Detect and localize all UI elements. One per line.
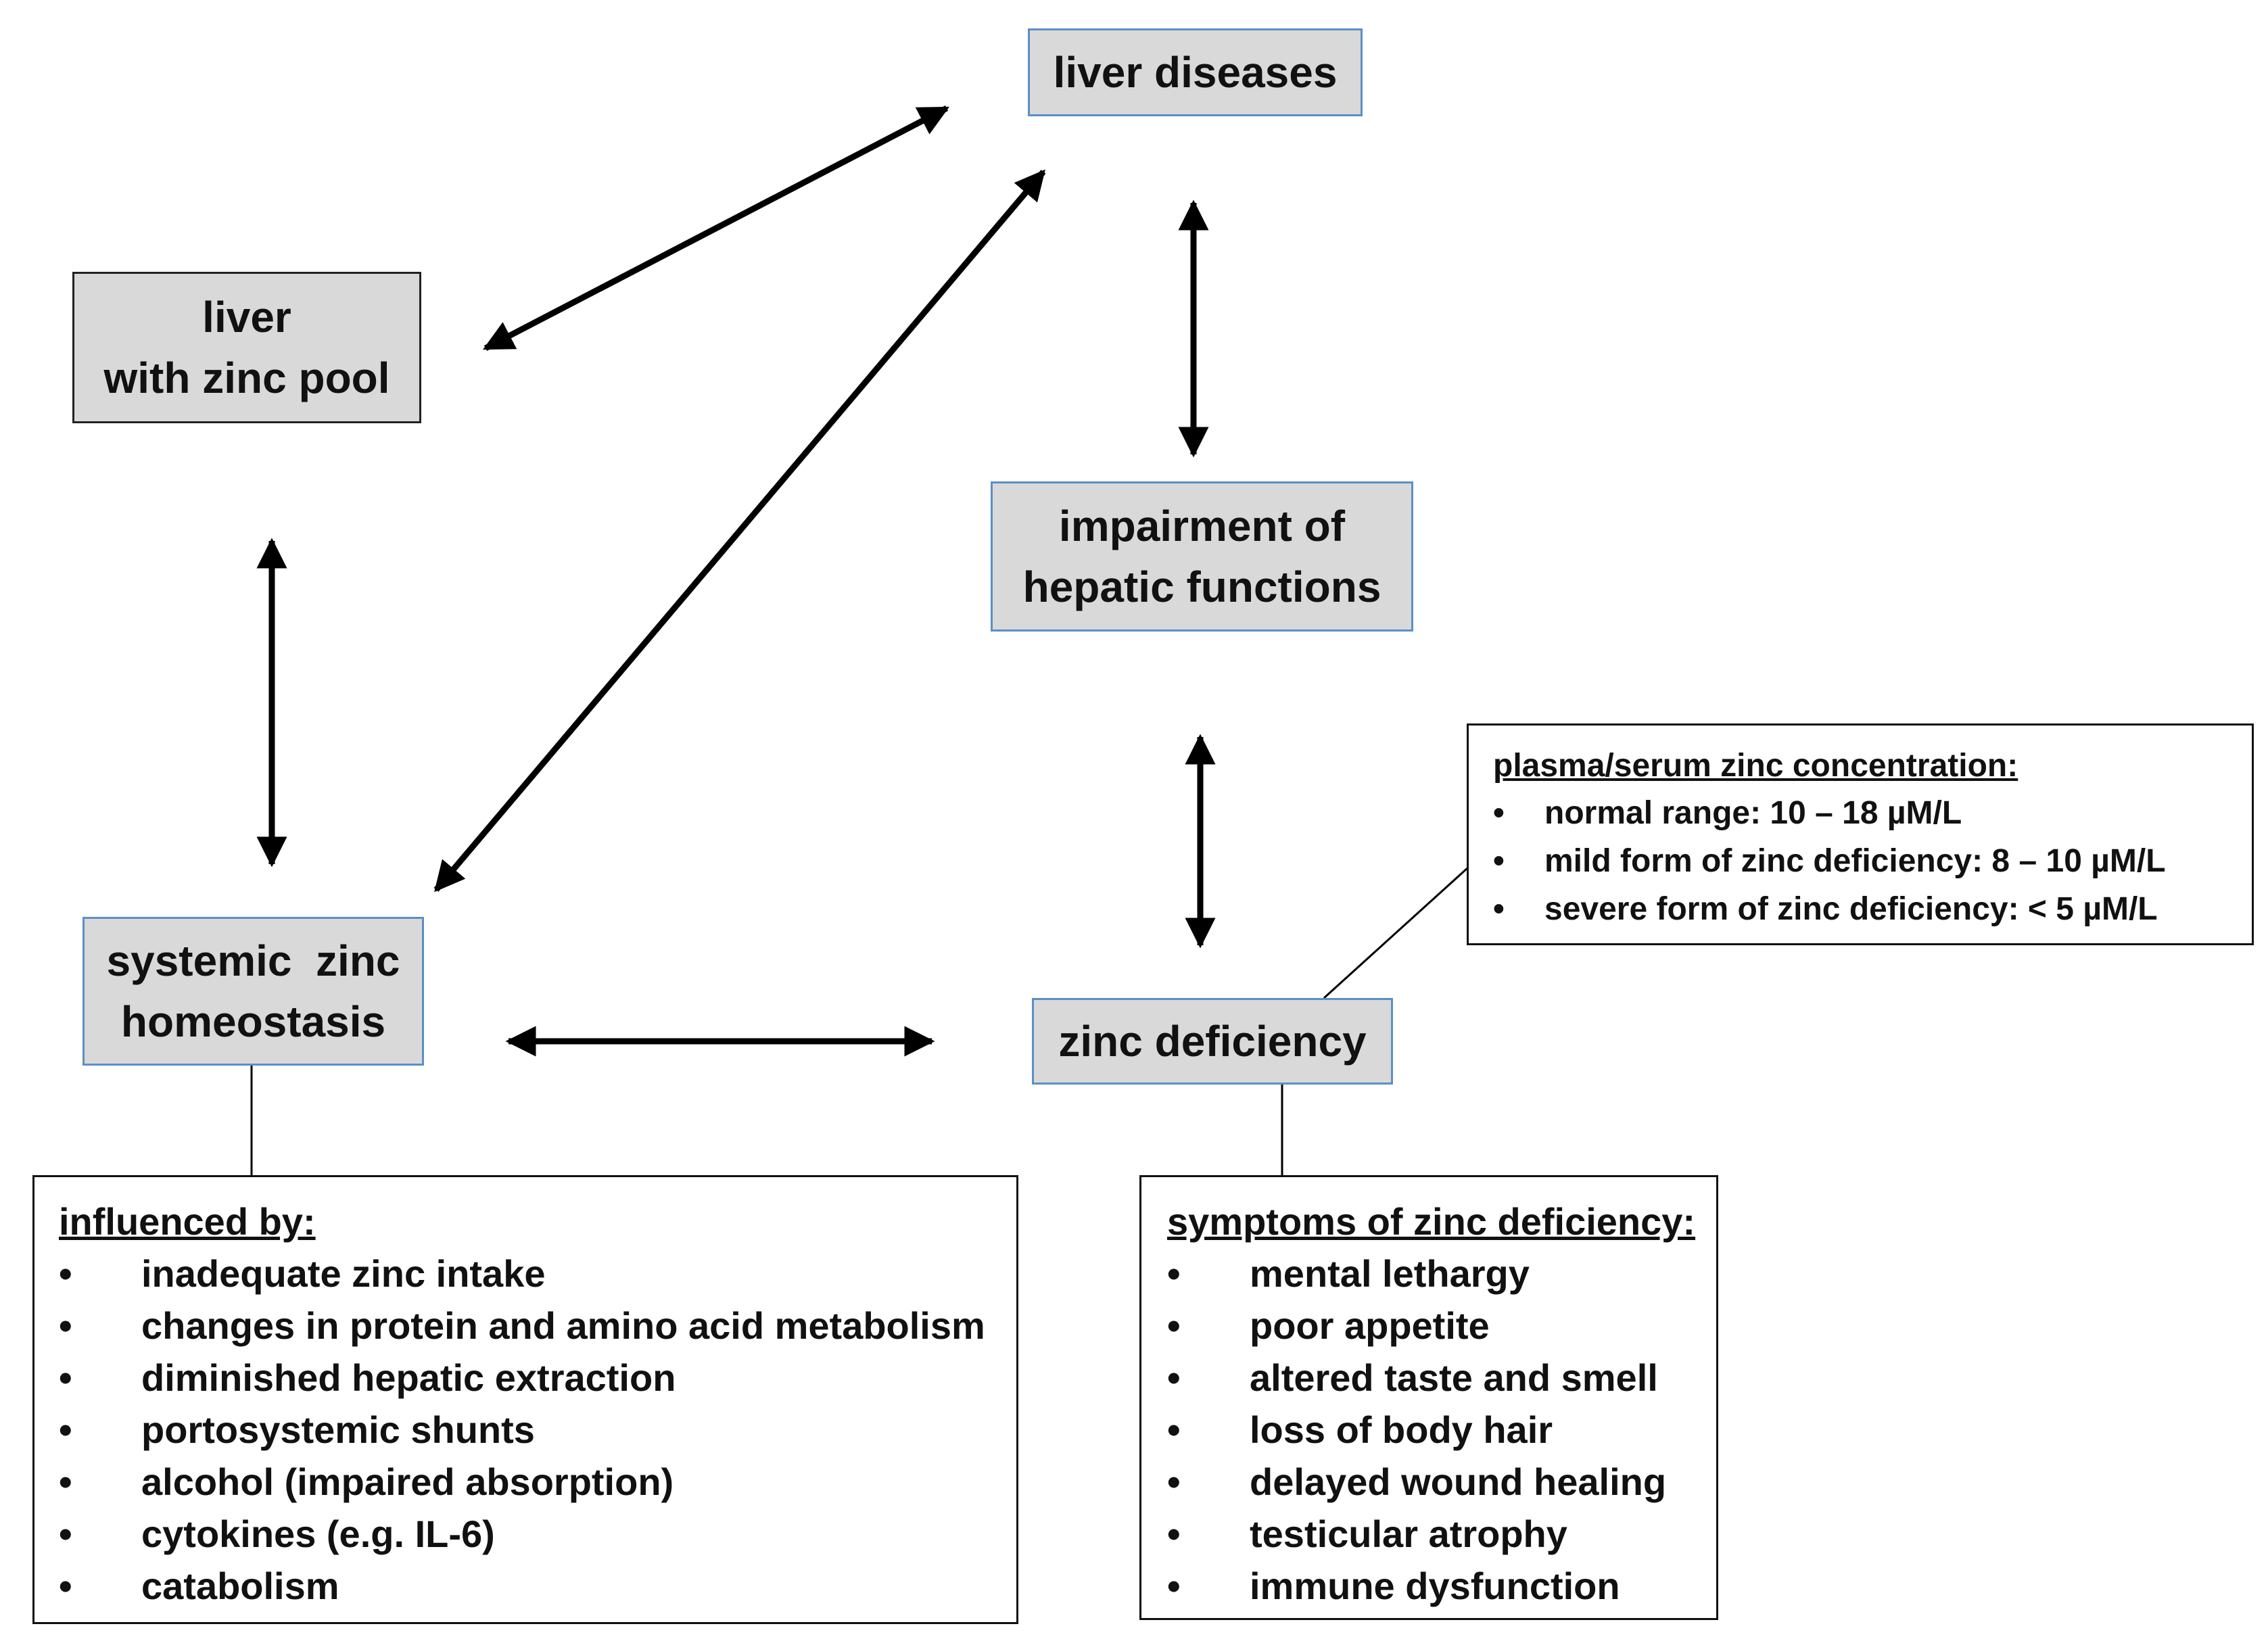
bullet-icon: • bbox=[1493, 795, 1505, 831]
list-item: • inadequate zinc intake bbox=[59, 1247, 1016, 1300]
node-liver-with-zinc-pool: liver with zinc pool bbox=[72, 272, 421, 423]
bullet-icon: • bbox=[59, 1460, 72, 1503]
list-item-text: mental lethargy bbox=[1250, 1252, 1530, 1295]
influenced-box-list: • inadequate zinc intake • changes in prot… bbox=[59, 1247, 1016, 1612]
bullet-icon: • bbox=[59, 1356, 72, 1399]
list-item-text: poor appetite bbox=[1250, 1304, 1490, 1347]
list-item-text: loss of body hair bbox=[1250, 1408, 1553, 1451]
bullet-icon: • bbox=[59, 1304, 72, 1347]
list-item-text: delayed wound healing bbox=[1250, 1460, 1667, 1503]
node-label-line-1: liver bbox=[202, 293, 291, 341]
list-item: • mental lethargy bbox=[1167, 1247, 1716, 1300]
list-item: • loss of body hair bbox=[1167, 1404, 1716, 1456]
list-item: • normal range: 10 – 18 µM/L bbox=[1493, 789, 2252, 837]
bullet-icon: • bbox=[1493, 843, 1505, 879]
node-label-line-2: homeostasis bbox=[120, 997, 386, 1046]
bullet-icon: • bbox=[59, 1513, 72, 1555]
list-item-text: testicular atrophy bbox=[1250, 1513, 1567, 1555]
list-item-text: alcohol (impaired absorption) bbox=[141, 1460, 674, 1503]
list-item: • catabolism bbox=[59, 1560, 1016, 1612]
bullet-icon: • bbox=[59, 1565, 72, 1607]
list-item: • mild form of zinc deficiency: 8 – 10 µM… bbox=[1493, 837, 2252, 885]
list-item: • altered taste and smell bbox=[1167, 1352, 1716, 1404]
list-item: • portosystemic shunts bbox=[59, 1404, 1016, 1456]
bullet-icon: • bbox=[1167, 1565, 1181, 1607]
bullet-icon: • bbox=[59, 1408, 72, 1451]
bullet-icon: • bbox=[1167, 1304, 1181, 1347]
node-label-line-1: systemic zinc bbox=[106, 936, 400, 985]
list-item-text: normal range: 10 – 18 µM/L bbox=[1544, 795, 1962, 831]
node-liver-diseases: liver diseases bbox=[1028, 28, 1363, 116]
bullet-icon: • bbox=[1167, 1408, 1181, 1451]
list-item-text: immune dysfunction bbox=[1250, 1565, 1620, 1607]
list-item-text: portosystemic shunts bbox=[141, 1408, 535, 1451]
arrow-liver-pool-to-liver-diseases bbox=[483, 105, 949, 351]
plasma-zinc-concentration-box: plasma/serum zinc concentration: • normal… bbox=[1467, 723, 2254, 945]
list-item-text: changes in protein and amino acid metabo… bbox=[141, 1304, 985, 1347]
node-label: liver diseases bbox=[1053, 48, 1338, 97]
list-item-text: mild form of zinc deficiency: 8 – 10 µM/… bbox=[1544, 843, 2166, 879]
list-item: • delayed wound healing bbox=[1167, 1456, 1716, 1508]
list-item: • alcohol (impaired absorption) bbox=[59, 1456, 1016, 1508]
list-item-text: cytokines (e.g. IL-6) bbox=[141, 1513, 495, 1555]
list-item: • testicular atrophy bbox=[1167, 1508, 1716, 1560]
node-label-line-2: hepatic functions bbox=[1022, 563, 1381, 611]
list-item-text: inadequate zinc intake bbox=[141, 1252, 546, 1295]
bullet-icon: • bbox=[1167, 1252, 1181, 1295]
node-label-line-2: with zinc pool bbox=[103, 354, 390, 402]
list-item-text: altered taste and smell bbox=[1250, 1356, 1658, 1399]
list-item: • immune dysfunction bbox=[1167, 1560, 1716, 1612]
bullet-icon: • bbox=[59, 1252, 72, 1295]
symptoms-of-zinc-deficiency-box: symptoms of zinc deficiency: • mental let… bbox=[1139, 1175, 1718, 1620]
node-label-line-1: impairment of bbox=[1058, 502, 1346, 550]
bullet-icon: • bbox=[1167, 1356, 1181, 1399]
list-item-text: severe form of zinc deficiency: < 5 µM/L bbox=[1544, 891, 2158, 927]
list-item-text: diminished hepatic extraction bbox=[141, 1356, 676, 1399]
plasma-box-header: plasma/serum zinc concentration: bbox=[1493, 748, 2018, 784]
bullet-icon: • bbox=[1167, 1513, 1181, 1555]
node-zinc-deficiency: zinc deficiency bbox=[1032, 998, 1393, 1085]
arrow-systemic-to-liver-diseases bbox=[433, 169, 1046, 893]
node-impairment-of-hepatic-functions: impairment of hepatic functions bbox=[991, 481, 1413, 632]
symptoms-box-list: • mental lethargy • poor appetite • altered… bbox=[1167, 1247, 1716, 1612]
connector-plasma-to-zinc-deficiency bbox=[1323, 867, 1469, 999]
bullet-icon: • bbox=[1493, 891, 1505, 927]
list-item: • poor appetite bbox=[1167, 1300, 1716, 1352]
influenced-box-header: influenced by: bbox=[59, 1200, 316, 1243]
list-item: • cytokines (e.g. IL-6) bbox=[59, 1508, 1016, 1560]
list-item: • severe form of zinc deficiency: < 5 µM/… bbox=[1493, 885, 2252, 933]
list-item-text: catabolism bbox=[141, 1565, 339, 1607]
symptoms-box-header: symptoms of zinc deficiency: bbox=[1167, 1200, 1696, 1243]
plasma-box-list: • normal range: 10 – 18 µM/L • mild form o… bbox=[1493, 789, 2252, 933]
influenced-by-box: influenced by: • inadequate zinc intake •… bbox=[32, 1175, 1018, 1624]
node-label: zinc deficiency bbox=[1058, 1017, 1367, 1066]
node-systemic-zinc-homeostasis: systemic zinc homeostasis bbox=[82, 917, 424, 1066]
list-item: • changes in protein and amino acid metab… bbox=[59, 1300, 1016, 1352]
bullet-icon: • bbox=[1167, 1460, 1181, 1503]
list-item: • diminished hepatic extraction bbox=[59, 1352, 1016, 1404]
